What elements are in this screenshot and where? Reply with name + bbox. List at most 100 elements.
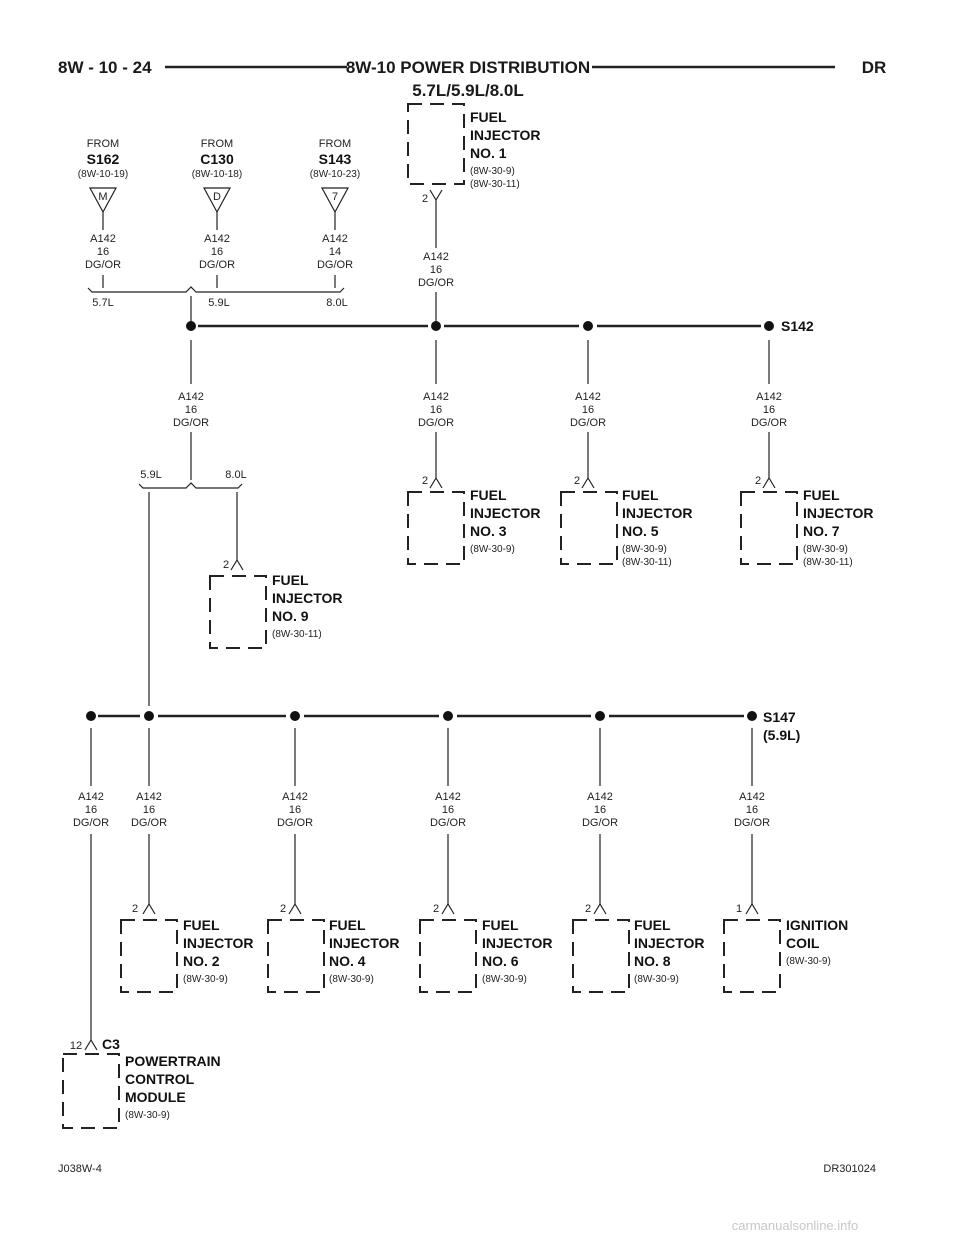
- s142-drop-4: A142 16 DG/OR: [751, 340, 787, 478]
- component-ref: (8W-30-9): [634, 974, 679, 985]
- component-label-line3: NO. 7: [803, 523, 840, 539]
- s147-drop-3: A142 16 DG/OR: [277, 728, 313, 904]
- component-ref: (8W-30-11): [272, 629, 322, 640]
- fuel-injector-6: 2 FUEL INJECTOR NO. 6 (8W-30-9): [419, 902, 553, 993]
- component-ref: (8W-30-9): [125, 1110, 170, 1121]
- component-label-line3: NO. 3: [470, 523, 507, 539]
- wire-gauge: 16: [143, 804, 155, 816]
- page-title: 8W-10 POWER DISTRIBUTION: [346, 58, 590, 77]
- s147-drop-6: A142 16 DG/OR: [734, 728, 770, 904]
- component-label-line3: NO. 1: [470, 145, 507, 161]
- option-bracket: [87, 286, 345, 293]
- option-label-8-0l: 8.0L: [225, 469, 246, 481]
- component-label-line2: INJECTOR: [470, 127, 541, 143]
- splice-dot: [595, 711, 605, 721]
- source-ref: (8W-10-19): [78, 169, 128, 180]
- component-label-line2: INJECTOR: [482, 935, 553, 951]
- connector-pin-icon: [142, 902, 156, 915]
- wire-gauge: 16: [763, 404, 775, 416]
- splice-label: S142: [781, 318, 814, 334]
- component-ref: (8W-30-9): [786, 956, 831, 967]
- connector-label: C3: [102, 1036, 120, 1052]
- wire-color: DG/OR: [173, 417, 209, 429]
- component-label-line1: FUEL: [470, 109, 507, 125]
- source-c130: FROM C130 (8W-10-18) D A142 16 DG/OR: [192, 138, 242, 288]
- wire-gauge: 16: [430, 404, 442, 416]
- fuel-injector-2: 2 FUEL INJECTOR NO. 2 (8W-30-9): [120, 902, 254, 993]
- component-box: [209, 575, 267, 649]
- option-bracket: [138, 482, 243, 489]
- pin-label: 2: [574, 475, 580, 487]
- option-label-5-9l: 5.9L: [208, 297, 229, 309]
- s147-drop-5: A142 16 DG/OR: [582, 728, 618, 904]
- splice-note: (5.9L): [763, 727, 800, 743]
- wire-gauge: 16: [746, 804, 758, 816]
- component-label-line1: POWERTRAIN: [125, 1053, 221, 1069]
- fuel-injector-7: 2 FUEL INJECTOR NO. 7 (8W-30-9) (8W-30-1…: [740, 475, 874, 568]
- component-label-line3: NO. 2: [183, 953, 220, 969]
- component-label-line1: FUEL: [634, 917, 671, 933]
- s147-drop-2: A142 16 DG/OR: [131, 728, 167, 904]
- wire-gauge: 14: [329, 246, 341, 258]
- pin-label: 2: [223, 559, 229, 571]
- wire-color: DG/OR: [430, 817, 466, 829]
- component-label-line1: FUEL: [272, 572, 309, 588]
- component-label-line3: NO. 4: [329, 953, 366, 969]
- component-label-line3: MODULE: [125, 1089, 186, 1105]
- component-label-line2: INJECTOR: [803, 505, 874, 521]
- connector-pin-icon: [581, 476, 595, 489]
- wire-circuit: A142: [423, 391, 449, 403]
- source-from-label: FROM: [201, 138, 233, 150]
- component-label-line3: NO. 8: [634, 953, 671, 969]
- component-label-line3: NO. 9: [272, 608, 309, 624]
- splice-s142: S142: [186, 314, 814, 334]
- wire-circuit: A142: [204, 233, 230, 245]
- component-box: [723, 919, 781, 993]
- wire-circuit: A142: [423, 251, 449, 263]
- splice-dot: [186, 321, 196, 331]
- connector-pin-icon: [84, 1038, 98, 1051]
- pin-label: 2: [280, 903, 286, 915]
- splice-dot: [764, 321, 774, 331]
- connector-pin-icon: [429, 189, 443, 202]
- engine-option-bracket-mid: 5.9L 8.0L: [138, 469, 247, 706]
- component-label-line2: CONTROL: [125, 1071, 195, 1087]
- pin-label: 1: [736, 903, 742, 915]
- component-box: [740, 491, 798, 565]
- wire-color: DG/OR: [199, 259, 235, 271]
- pin-label: 7: [332, 191, 338, 203]
- wire-circuit: A142: [78, 791, 104, 803]
- wire-gauge: 16: [594, 804, 606, 816]
- splice-dot: [144, 711, 154, 721]
- wire-circuit: A142: [178, 391, 204, 403]
- source-ref: (8W-10-23): [310, 169, 360, 180]
- component-ref: (8W-30-9): [183, 974, 228, 985]
- component-label-line1: FUEL: [622, 487, 659, 503]
- source-ref: (8W-10-18): [192, 169, 242, 180]
- pin-label: 2: [422, 475, 428, 487]
- fuel-injector-8: 2 FUEL INJECTOR NO. 8 (8W-30-9): [572, 902, 705, 993]
- component-label-line2: COIL: [786, 935, 820, 951]
- wire-gauge: 16: [185, 404, 197, 416]
- connector-pin-icon: [288, 902, 302, 915]
- connector-pin-icon: [441, 902, 455, 915]
- pin-label: 2: [755, 475, 761, 487]
- pin-label: 2: [132, 903, 138, 915]
- fuel-injector-1: FUEL INJECTOR NO. 1 (8W-30-9) (8W-30-11)…: [407, 103, 541, 326]
- s142-drop-2: A142 16 DG/OR: [418, 340, 454, 478]
- page-subtitle: 5.7L/5.9L/8.0L: [412, 81, 524, 100]
- component-label-line2: INJECTOR: [470, 505, 541, 521]
- wire-circuit: A142: [136, 791, 162, 803]
- wire-color: DG/OR: [85, 259, 121, 271]
- pin-label: 2: [422, 193, 428, 205]
- option-label-8-0l: 8.0L: [326, 297, 347, 309]
- component-label-line2: INJECTOR: [272, 590, 343, 606]
- component-label-line2: INJECTOR: [183, 935, 254, 951]
- watermark: carmanualsonline.info: [732, 1218, 858, 1233]
- wire-circuit: A142: [90, 233, 116, 245]
- connector-pin-icon: [593, 902, 607, 915]
- splice-dot: [431, 321, 441, 331]
- footer-figure-id: J038W-4: [58, 1163, 102, 1175]
- component-box: [572, 919, 630, 993]
